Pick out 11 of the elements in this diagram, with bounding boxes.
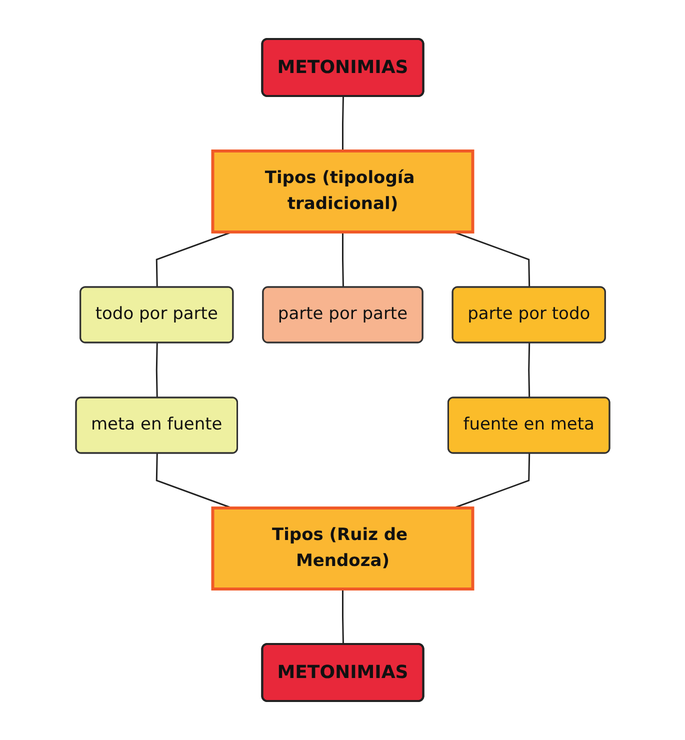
connector — [453, 453, 530, 509]
node-box: Tipos (Ruiz de Mendoza) — [211, 506, 474, 590]
connector — [342, 589, 344, 645]
connector — [156, 231, 232, 288]
connector — [156, 342, 158, 398]
connector — [342, 232, 344, 288]
node-box: Tipos (tipología tradicional) — [211, 150, 474, 234]
connector — [528, 342, 530, 398]
connector — [453, 231, 530, 288]
connector — [156, 453, 232, 509]
connector — [342, 96, 344, 151]
